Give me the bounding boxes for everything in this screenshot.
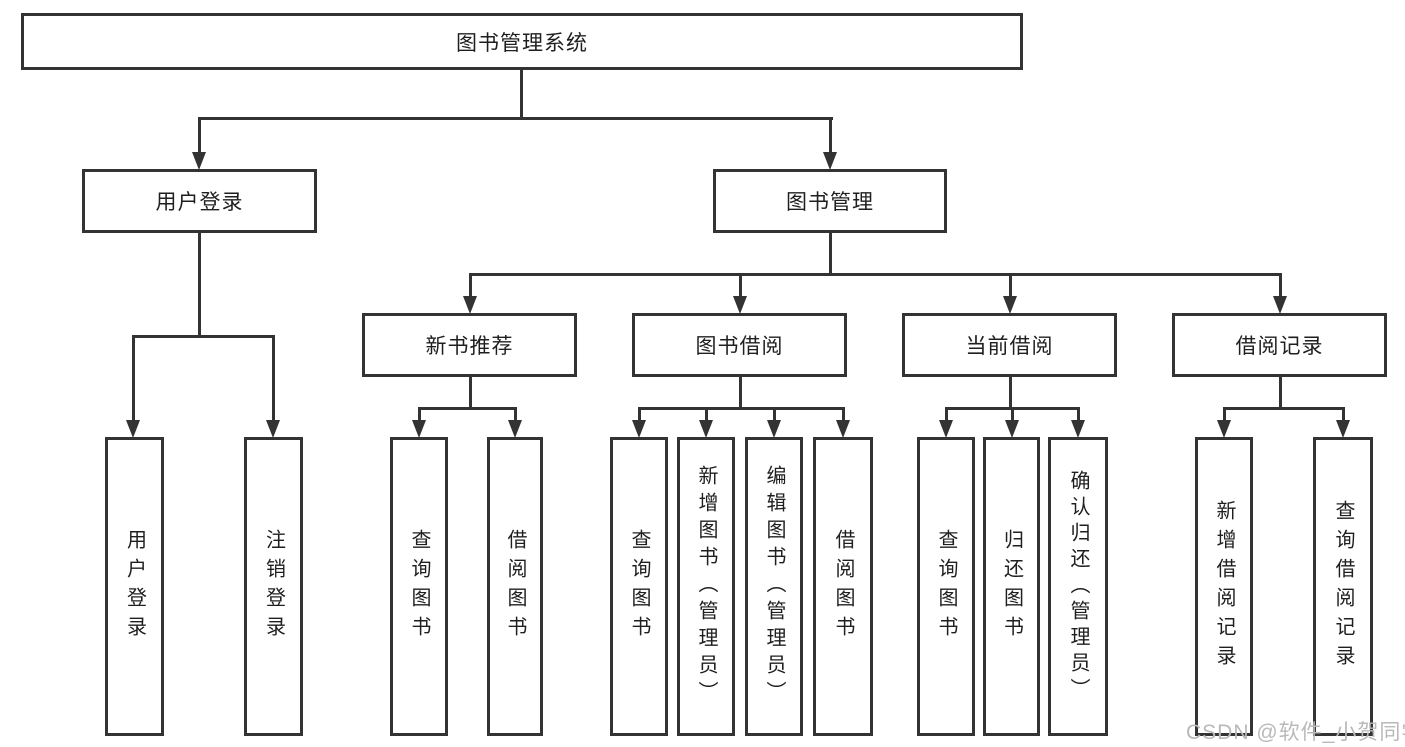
leaf-user-login-label: 用户登录 <box>123 528 146 645</box>
connector-level1-rail <box>198 117 833 120</box>
arrowhead-recommend-borrow <box>508 420 522 438</box>
connector-borrowing-rail <box>638 407 845 410</box>
connector-borrowing-stem <box>739 376 742 410</box>
leaf-query-borrow-record-label: 查询借阅记录 <box>1332 499 1354 674</box>
connector-stem-records-query <box>1342 407 1345 424</box>
node-user-login: 用户登录 <box>82 169 317 233</box>
connector-stem-logout <box>272 335 275 424</box>
csdn-watermark: CSDN @软件_小贺同学 <box>1186 721 1405 744</box>
leaf-add-borrow-record: 新增借阅记录 <box>1195 437 1253 736</box>
arrowhead-recommend-query <box>412 420 426 438</box>
node-new-book-recommend-label: 新书推荐 <box>425 335 514 358</box>
connector-stem-user-login <box>198 117 201 156</box>
arrowhead-current-confirm <box>1071 420 1085 438</box>
arrowhead-login <box>126 420 140 438</box>
leaf-borrow-books-recommend-label: 借阅图书 <box>504 528 526 645</box>
leaf-borrow-books-borrowing-label: 借阅图书 <box>832 528 854 645</box>
connector-stem-recommend-borrow <box>514 407 517 424</box>
node-book-management: 图书管理 <box>713 169 947 233</box>
node-book-borrowing-label: 图书借阅 <box>695 335 784 358</box>
leaf-query-books-current: 查询图书 <box>917 437 975 736</box>
leaf-borrow-books-borrowing: 借阅图书 <box>813 437 873 736</box>
connector-recommend-rail <box>418 407 517 410</box>
connector-recommend-stem <box>469 376 472 410</box>
connector-records-rail <box>1223 407 1345 410</box>
connector-current-stem <box>1009 376 1012 410</box>
connector-records-stem <box>1279 376 1282 410</box>
arrowhead-book-management <box>823 152 837 170</box>
connector-stem-book-management <box>829 117 832 156</box>
connector-user-login-stem <box>198 232 201 338</box>
arrowhead-borrowing-borrow <box>836 420 850 438</box>
node-book-management-label: 图书管理 <box>786 191 874 214</box>
connector-stem-new-book-recommend <box>469 273 472 300</box>
node-new-book-recommend: 新书推荐 <box>362 313 577 377</box>
leaf-query-books-recommend: 查询图书 <box>390 437 448 736</box>
connector-stem-current-confirm <box>1077 407 1080 424</box>
node-book-borrowing: 图书借阅 <box>632 313 847 377</box>
leaf-return-books: 归还图书 <box>983 437 1040 736</box>
arrowhead-new-book-recommend <box>463 296 477 314</box>
connector-stem-borrowing-borrow <box>842 407 845 424</box>
node-root-label: 图书管理系统 <box>456 31 588 55</box>
leaf-query-books-current-label: 查询图书 <box>935 528 957 645</box>
leaf-query-books-borrowing-label: 查询图书 <box>628 528 650 645</box>
leaf-add-borrow-record-label: 新增借阅记录 <box>1213 499 1235 674</box>
leaf-logout: 注销登录 <box>244 437 303 736</box>
leaf-query-borrow-record: 查询借阅记录 <box>1313 437 1373 736</box>
arrowhead-borrowing-query <box>632 420 646 438</box>
arrowhead-current-borrowing <box>1003 296 1017 314</box>
arrowhead-borrowing-edit <box>767 420 781 438</box>
arrowhead-current-query <box>939 420 953 438</box>
connector-book-management-stem <box>829 232 832 276</box>
node-user-login-label: 用户登录 <box>155 191 244 214</box>
arrowhead-current-return <box>1005 420 1019 438</box>
leaf-confirm-return: 确认归还（管理员） <box>1048 437 1108 736</box>
node-current-borrowing-label: 当前借阅 <box>965 335 1054 358</box>
leaf-logout-label: 注销登录 <box>262 528 285 645</box>
leaf-borrow-books-recommend: 借阅图书 <box>487 437 543 736</box>
connector-stem-borrowing-edit <box>773 407 776 424</box>
leaf-user-login: 用户登录 <box>105 437 164 736</box>
arrowhead-borrowing-add <box>699 420 713 438</box>
connector-level3-rail <box>469 273 1282 276</box>
connector-stem-records-add <box>1223 407 1226 424</box>
connector-stem-book-borrowing <box>739 273 742 300</box>
node-root: 图书管理系统 <box>21 13 1023 70</box>
leaf-add-books-label: 新增图书（管理员） <box>695 465 717 708</box>
connector-stem-current-borrowing <box>1009 273 1012 300</box>
connector-stem-current-return <box>1011 407 1014 424</box>
connector-stem-current-query <box>945 407 948 424</box>
connector-user-login-rail <box>132 335 275 338</box>
leaf-add-books: 新增图书（管理员） <box>677 437 735 736</box>
connector-stem-recommend-query <box>418 407 421 424</box>
arrowhead-user-login <box>192 152 206 170</box>
arrowhead-records-add <box>1217 420 1231 438</box>
arrowhead-logout <box>266 420 280 438</box>
arrowhead-book-borrowing <box>733 296 747 314</box>
connector-stem-borrowing-records <box>1279 273 1282 300</box>
leaf-query-books-recommend-label: 查询图书 <box>408 528 430 645</box>
connector-stem-borrowing-add <box>705 407 708 424</box>
leaf-edit-books: 编辑图书（管理员） <box>745 437 803 736</box>
leaf-return-books-label: 归还图书 <box>1000 528 1023 645</box>
leaf-confirm-return-label: 确认归还（管理员） <box>1067 469 1089 704</box>
arrowhead-borrowing-records <box>1273 296 1287 314</box>
connector-root-stem <box>520 69 523 120</box>
arrowhead-records-query <box>1336 420 1350 438</box>
connector-stem-login <box>132 335 135 424</box>
node-borrowing-records: 借阅记录 <box>1172 313 1387 377</box>
leaf-query-books-borrowing: 查询图书 <box>610 437 668 736</box>
node-borrowing-records-label: 借阅记录 <box>1235 335 1324 358</box>
connector-stem-borrowing-query <box>638 407 641 424</box>
node-current-borrowing: 当前借阅 <box>902 313 1117 377</box>
leaf-edit-books-label: 编辑图书（管理员） <box>763 465 785 708</box>
